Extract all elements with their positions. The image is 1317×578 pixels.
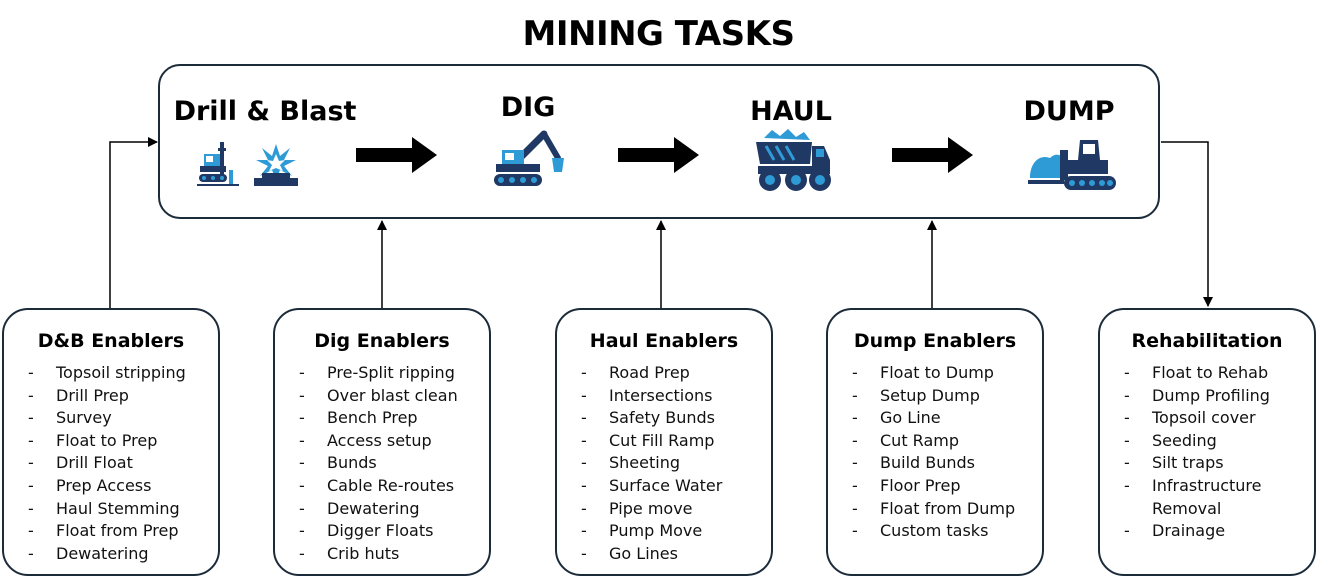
stage-label-haul: HAUL (750, 96, 832, 127)
enabler-list-item: Custom tasks (850, 520, 1038, 543)
enabler-box-dig: Dig Enablers Pre-Split rippingOver blast… (273, 308, 491, 576)
enabler-list-item: Build Bunds (850, 452, 1038, 475)
enabler-title-dig: Dig Enablers (314, 330, 450, 352)
enabler-list-item: Go Lines (579, 543, 767, 566)
excavator-icon (494, 130, 564, 186)
enabler-list-item: Safety Bunds (579, 407, 767, 430)
enabler-list-rehabilitation: Float to RehabDump ProfilingTopsoil cove… (1122, 362, 1310, 543)
enabler-list-item: Silt traps (1122, 452, 1310, 475)
enabler-title-dump: Dump Enablers (853, 330, 1017, 352)
enabler-list-item: Float to Prep (26, 430, 214, 453)
enabler-list-item: Cut Ramp (850, 430, 1038, 453)
enabler-list-item: Drainage (1122, 520, 1310, 543)
enabler-list-item: Float from Prep (26, 520, 214, 543)
enabler-list-item: Dewatering (297, 498, 485, 521)
enabler-list-item: Floor Prep (850, 475, 1038, 498)
enabler-list-item: Road Prep (579, 362, 767, 385)
drill-rig-icon (197, 142, 239, 186)
enabler-list-item: Survey (26, 407, 214, 430)
enabler-list-item: Crib huts (297, 543, 485, 566)
enabler-list-haul: Road PrepIntersectionsSafety BundsCut Fi… (579, 362, 767, 565)
enabler-list-item: Drill Float (26, 452, 214, 475)
enabler-list-item: Drill Prep (26, 385, 214, 408)
enabler-list-item: Access setup (297, 430, 485, 453)
enabler-list-item: Over blast clean (297, 385, 485, 408)
connector-db-enablers (109, 137, 158, 308)
flow-arrow-dig-to-haul (618, 137, 699, 173)
enabler-list-item: Float to Rehab (1122, 362, 1310, 385)
enabler-list-item: Sheeting (579, 452, 767, 475)
enabler-list-item: Go Line (850, 407, 1038, 430)
enabler-list-db: Topsoil strippingDrill PrepSurveyFloat t… (26, 362, 214, 565)
stage-label-dump: DUMP (1023, 96, 1115, 127)
enabler-list-item: Bench Prep (297, 407, 485, 430)
enabler-list-item: Infrastructure Removal (1122, 475, 1310, 520)
enabler-list-item: Float from Dump (850, 498, 1038, 521)
enabler-list-dump: Float to DumpSetup DumpGo LineCut RampBu… (850, 362, 1038, 543)
enabler-list-item: Pre-Split ripping (297, 362, 485, 385)
enabler-list-item: Dewatering (26, 543, 214, 566)
enabler-list-item: Seeding (1122, 430, 1310, 453)
enabler-title-db: D&B Enablers (37, 330, 185, 352)
blast-icon (254, 144, 298, 186)
dozer-icon (1028, 140, 1116, 190)
enabler-list-item: Surface Water (579, 475, 767, 498)
enabler-list-item: Pipe move (579, 498, 767, 521)
enabler-list-item: Pump Move (579, 520, 767, 543)
enabler-list-item: Topsoil cover (1122, 407, 1310, 430)
enabler-box-rehabilitation: Rehabilitation Float to RehabDump Profil… (1098, 308, 1316, 576)
enabler-list-item: Topsoil stripping (26, 362, 214, 385)
enabler-list-item: Intersections (579, 385, 767, 408)
enabler-list-item: Haul Stemming (26, 498, 214, 521)
enabler-list-dig: Pre-Split rippingOver blast cleanBench P… (297, 362, 485, 565)
enabler-title-rehabilitation: Rehabilitation (1131, 330, 1283, 352)
enabler-list-item: Float to Dump (850, 362, 1038, 385)
enabler-list-item: Prep Access (26, 475, 214, 498)
stage-label-dig: DIG (500, 92, 556, 123)
flow-arrow-drill-to-dig (356, 137, 437, 173)
haul-truck-icon (756, 129, 831, 191)
connector-rehabilitation (1161, 141, 1213, 307)
enabler-list-item: Cable Re-routes (297, 475, 485, 498)
enabler-title-haul: Haul Enablers (589, 330, 739, 352)
enabler-box-haul: Haul Enablers Road PrepIntersectionsSafe… (555, 308, 773, 576)
mining-process-box (158, 64, 1160, 219)
enabler-box-db: D&B Enablers Topsoil strippingDrill Prep… (2, 308, 220, 576)
stage-label-drill-blast: Drill & Blast (173, 96, 357, 127)
page-title: MINING TASKS (522, 14, 795, 54)
enabler-list-item: Bunds (297, 452, 485, 475)
enabler-box-dump: Dump Enablers Float to DumpSetup DumpGo … (826, 308, 1044, 576)
enabler-list-item: Setup Dump (850, 385, 1038, 408)
enabler-list-item: Digger Floats (297, 520, 485, 543)
enabler-list-item: Cut Fill Ramp (579, 430, 767, 453)
flow-arrow-haul-to-dump (892, 137, 973, 173)
enabler-list-item: Dump Profiling (1122, 385, 1310, 408)
